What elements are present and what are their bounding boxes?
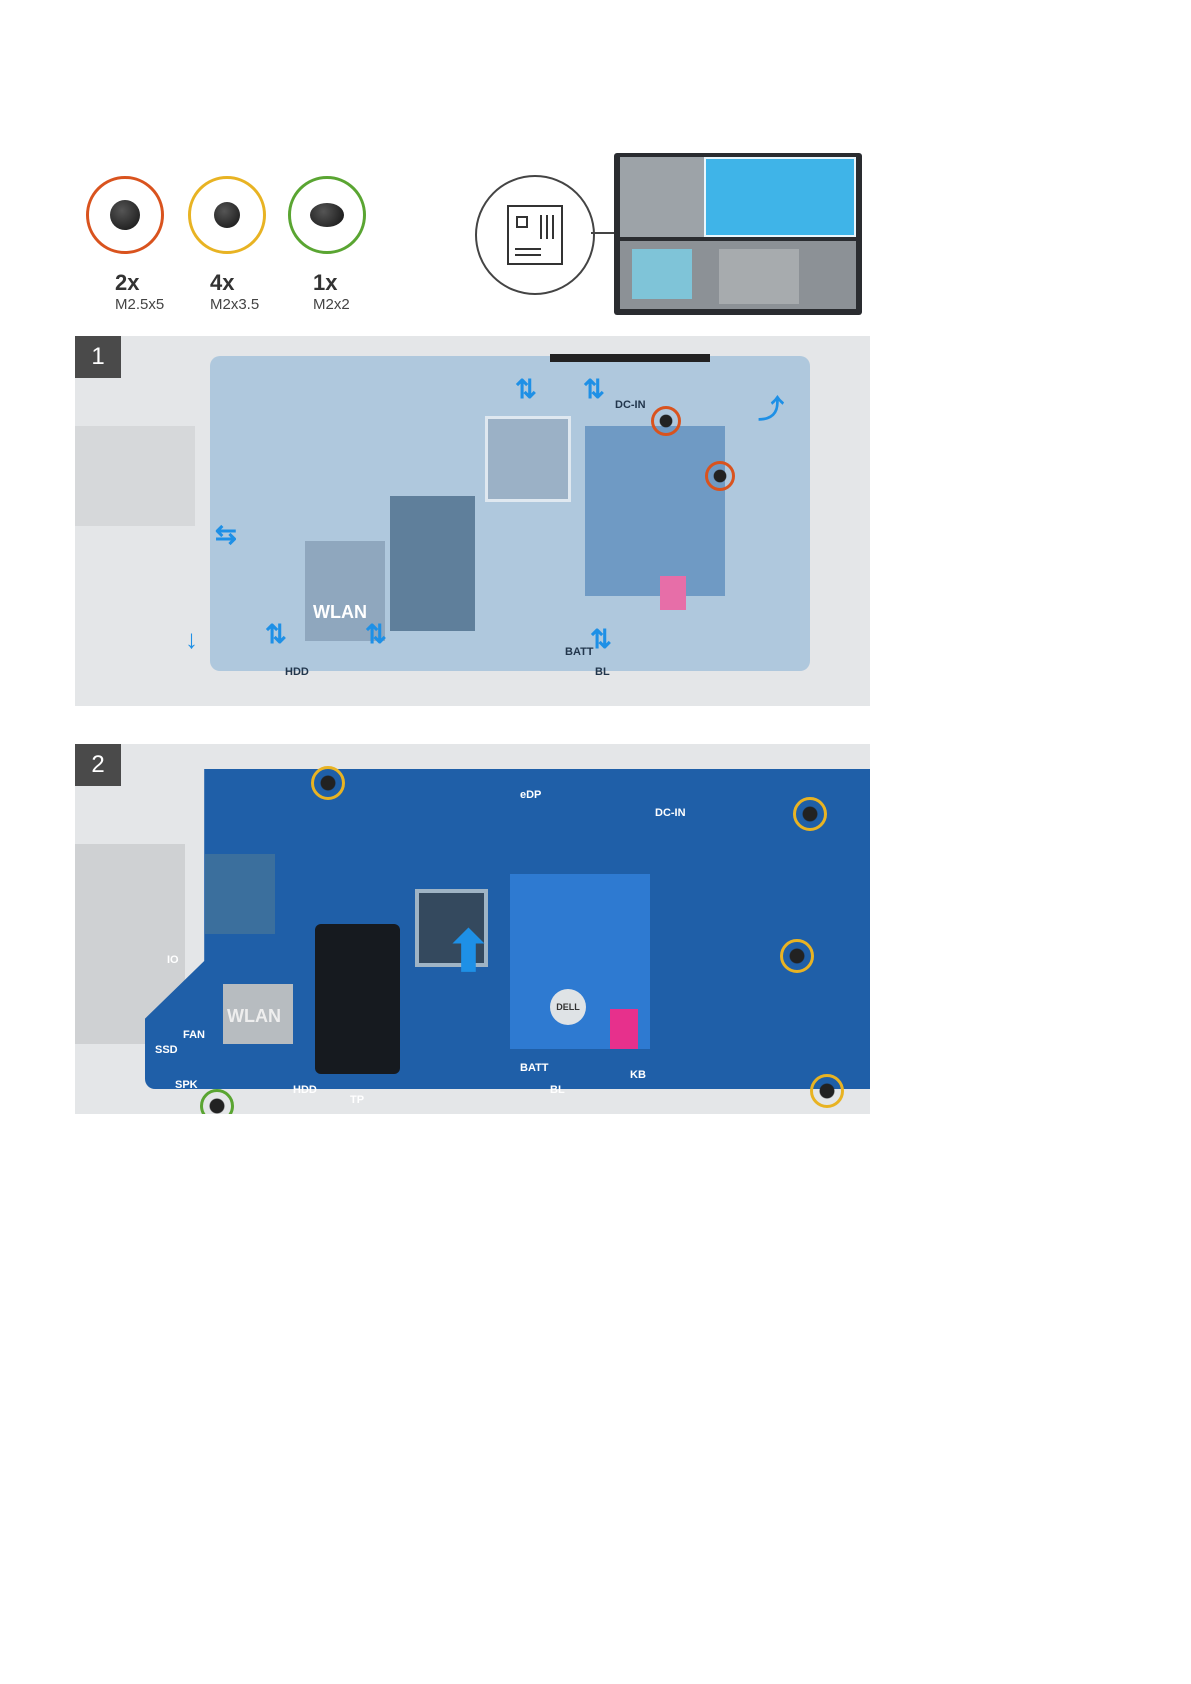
laptop-locator-image (614, 153, 862, 315)
screw-location-m2-5x5 (705, 461, 735, 491)
disconnect-arrow-icon: ⇅ (590, 624, 612, 654)
screw-qty: 1x (313, 270, 338, 295)
rotate-arrow-icon: ⤴ (758, 394, 785, 424)
screw-m2x2-icon (288, 176, 366, 254)
screw-size: M2.5x5 (115, 296, 165, 313)
bl-label: BL (595, 666, 610, 678)
batt-label: BATT (520, 1062, 549, 1074)
screw-m2x3-5-icon (188, 176, 266, 254)
ssd-label: SSD (155, 1044, 178, 1056)
step-number: 1 (75, 336, 121, 378)
screw-location-m2x2 (200, 1089, 234, 1114)
edp-label: eDP (520, 789, 542, 801)
screw-location-m2-5x5 (651, 406, 681, 436)
tp-label: TP (350, 1094, 365, 1106)
dell-logo: DELL (550, 989, 586, 1025)
screw-size: M2x3.5 (210, 296, 260, 313)
disconnect-arrow-icon: ↓ (185, 624, 198, 654)
kb-label: KB (630, 1069, 646, 1081)
disconnect-arrow-icon: ⇅ (365, 619, 387, 649)
screw-size: M2x2 (313, 296, 350, 313)
lift-arrow-icon: ⇅ (583, 374, 605, 404)
screw-qty: 4x (210, 270, 235, 295)
hdd-label: HDD (293, 1084, 317, 1096)
screw-location-m2x3-5 (810, 1074, 844, 1108)
step-number: 2 (75, 744, 121, 786)
batt-label: BATT (565, 646, 594, 658)
motherboard-icon (475, 175, 595, 295)
dc-in-label: DC-IN (615, 399, 646, 411)
disconnect-arrow-icon: ⇆ (215, 519, 237, 549)
screw-location-m2x3-5 (311, 766, 345, 800)
step-2-panel: 2 DELL WLAN eDP DC-IN BATT BL KB HDD TP … (75, 744, 870, 1114)
fan-label: FAN (183, 1029, 205, 1041)
screw-location-m2x3-5 (793, 797, 827, 831)
lift-arrow-icon: ⇅ (515, 374, 537, 404)
screw-location-m2x3-5 (780, 939, 814, 973)
step-1-panel: 1 WLAN DC-IN BATT BL HDD ⇅ ⇅ ⤴ ⇆ ↓ ⇅ ⇅ ⇅ (75, 336, 870, 706)
dc-in-label: DC-IN (655, 807, 686, 819)
wlan-label: WLAN (313, 602, 367, 622)
disconnect-arrow-icon: ⇅ (265, 619, 287, 649)
screw-m2-5x5-icon (86, 176, 164, 254)
lift-board-arrow-icon: ⬆ (445, 920, 492, 983)
screw-qty: 2x (115, 270, 140, 295)
io-label: IO (167, 954, 179, 966)
bl-label: BL (550, 1084, 565, 1096)
spk-label: SPK (175, 1079, 198, 1091)
wlan-label: WLAN (227, 1006, 281, 1026)
hdd-label: HDD (285, 666, 309, 678)
